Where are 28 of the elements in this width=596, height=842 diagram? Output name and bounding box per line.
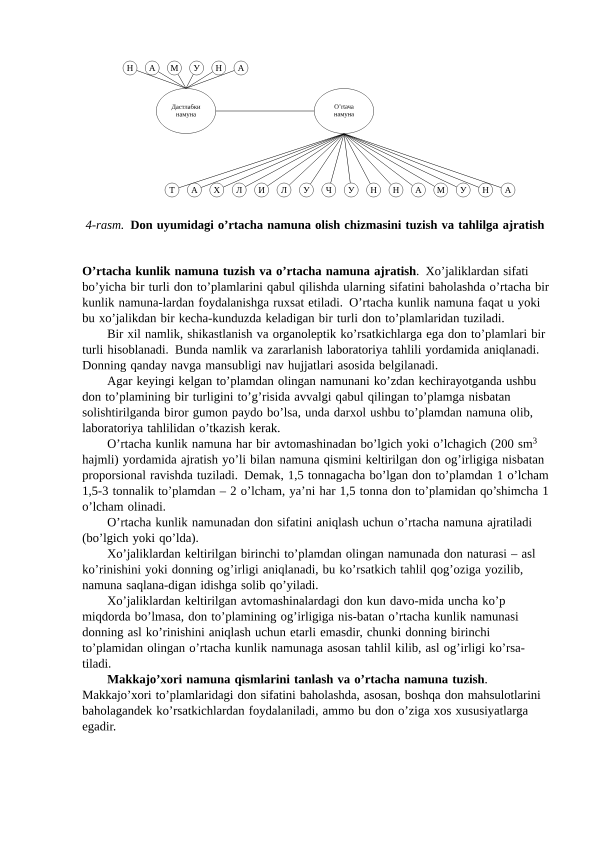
connector-line	[344, 133, 435, 187]
connector-line	[178, 74, 186, 89]
connector-line	[344, 133, 351, 184]
connector-line	[136, 70, 186, 89]
connector-line	[344, 133, 457, 188]
paragraph: O’rtacha kunlik namuna tuzish va o’rtacha namuna ajratish. Xo’jaliklardan sifati bo’yicha bir turli don to’plamlarini qabul qilishda ularning sifatini baholashda o’rtacha bir kunlik namuna-lardan foydalanishga ruxsat etiladi. O’rtacha kunlik namuna faqat u yoki bu xo’jalikdan bir kecha-kunduzda keladigan bir turli don to’plamlaridan tuziladi.	[82, 266, 549, 325]
connector-line	[158, 71, 186, 89]
connector-line	[267, 133, 344, 186]
paragraph: Xo’jaliklardan keltirilgan avtomashinalardagi don kun davo-mida uncha ko’p miqdorda bo’lmasa, don to’plamining og’irligiga nis-batan o’rtacha kunlik namunasi donning asl ko’rinishini aniqlash uchun etarli emasdir, chunki donning birinchi to’plamidan olingan o’rtacha kunlik namunaga asosan tahlil kilib, asl og’irligi ko’rsa-tiladi.	[82, 596, 524, 668]
connector-line	[245, 133, 344, 187]
connector-line	[186, 70, 234, 89]
paragraph: Makkajo’xori namuna qismlarini tanlash va o’rtacha namuna tuzish. Makkajo’xori to’plamlaridagi don sifatini baholashda, asosan, boshqa don mahsulotlarini baholagandek ko’rsatkichlardan foydalaniladi, ammo bu don o’ziga xos xususiyatlarga egadir.	[82, 674, 540, 734]
paragraph: O’rtacha kunlik namunadan don sifatini aniqlash uchun o’rtacha namuna ajratiladi (bo’lgich yoki qo’lda).	[82, 517, 532, 545]
connector-line	[330, 133, 344, 184]
paragraph: Xo’jaliklardan keltirilgan birinchi to’plamdan olingan namunada don naturasi – asl ko’rinishini yoki donning og’irligi aniqlanadi, bu ko’rsatkich tahlil qog’oziga yozilib, namuna saqlana-digan idishga solib qo’yiladi.	[82, 548, 536, 592]
connector-line	[216, 110, 314, 112]
connector-line	[344, 133, 370, 184]
paragraph: O’rtacha kunlik namuna har bir avtomashinadan bo’lgich yoki o’lchagich (200 sm$^{3}$ hajmli) yordamida ajratish yo’li bilan namuna qismini keltirilgan don og’irligiga nisbatan proporsional ravishda tuziladi. Demak, 1,5 tonnagacha bo’lgan don to’plamdan 1 o’lcham 1,5-3 tonnalik to’plamdan – 2 o’lcham, ya’ni har 1,5 tonna don to’plamidan qo’shimcha 1 o’lcham olinadi.	[82, 438, 548, 511]
connector-line	[223, 133, 344, 188]
connector-line	[344, 133, 413, 186]
connector-line	[289, 133, 344, 186]
connector-line	[186, 74, 194, 89]
paragraph: Bir xil namlik, shikastlanish va organoleptik ko’rsatkichlarga ega don to’plamlari bir turli hisoblanadi. Bunda namlik va zararlanish laboratoriya tahlili yordamida aniqlanadi. Donning qanday navga mansubligi nav hujjatlari asosida belgilanadi.	[82, 329, 546, 372]
paragraph: Agar keyingi kelgan to’plamdan olingan namunani ko’zdan kechirayotganda ushbu don to’plamining bir turligini to’g’risida avvalgi qabul qilingan to’plamga nisbatan solishtirilganda biror gumon paydo bo’lsa, unda darxol ushbu to’plamdan namuna olib, laboratoriya tahlilidan o’tkazish kerak.	[82, 376, 536, 435]
connector-line	[344, 133, 392, 185]
figure-caption: 4-rasm. Don uyumidagi o’rtacha namuna olish chizmasini tuzish va tahlilga ajratish	[86, 220, 544, 232]
connector-line	[186, 72, 213, 89]
connector-line	[310, 133, 344, 184]
